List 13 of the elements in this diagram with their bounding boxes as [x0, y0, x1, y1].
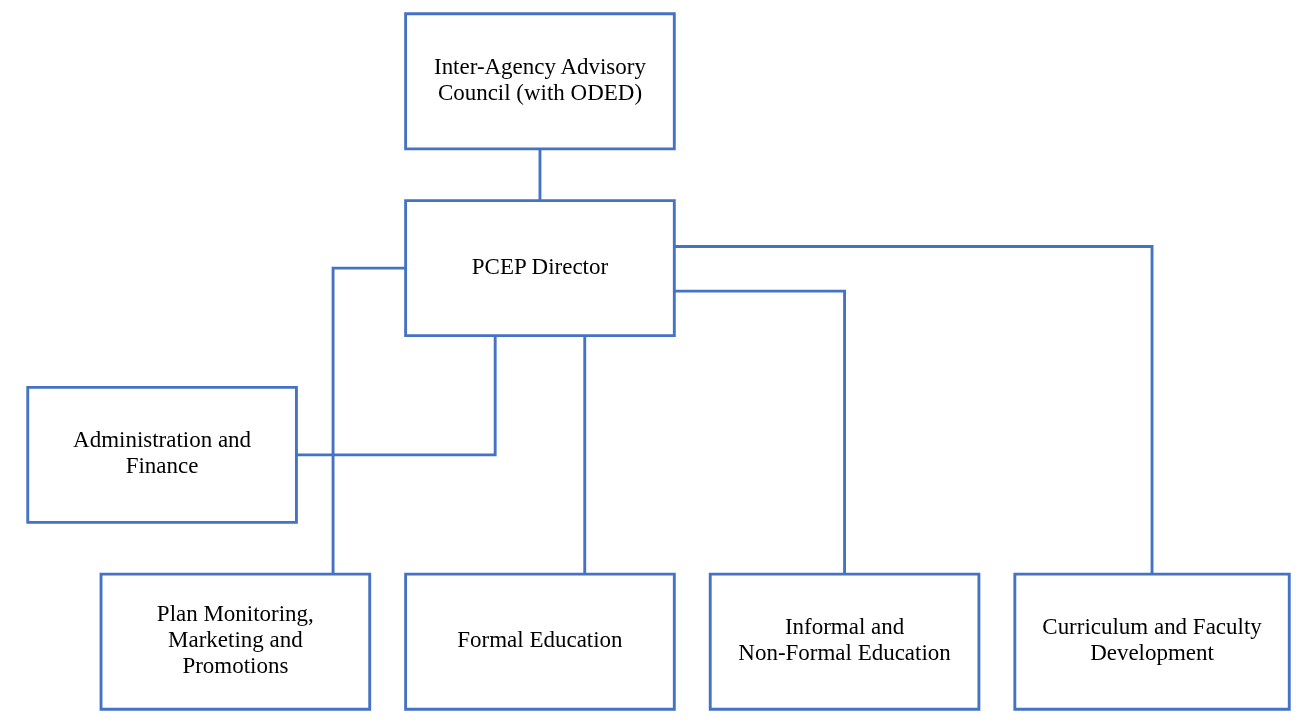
node-box: Inter-Agency Advisory Council (with ODED) — [403, 12, 676, 151]
node-box: Informal and Non-Formal Education — [708, 572, 980, 711]
connector — [674, 245, 1153, 574]
connector — [673, 289, 846, 575]
connector — [538, 149, 541, 201]
connector — [331, 266, 405, 575]
connector — [582, 335, 586, 574]
node-box: Administration and Finance — [25, 385, 298, 524]
node-box: PCEP Director — [403, 199, 676, 338]
node-box: Formal Education — [403, 572, 676, 711]
connector — [296, 336, 497, 457]
node-box: Curriculum and Faculty Development — [1012, 572, 1291, 711]
node-box: Plan Monitoring, Marketing and Promotions — [99, 572, 371, 711]
